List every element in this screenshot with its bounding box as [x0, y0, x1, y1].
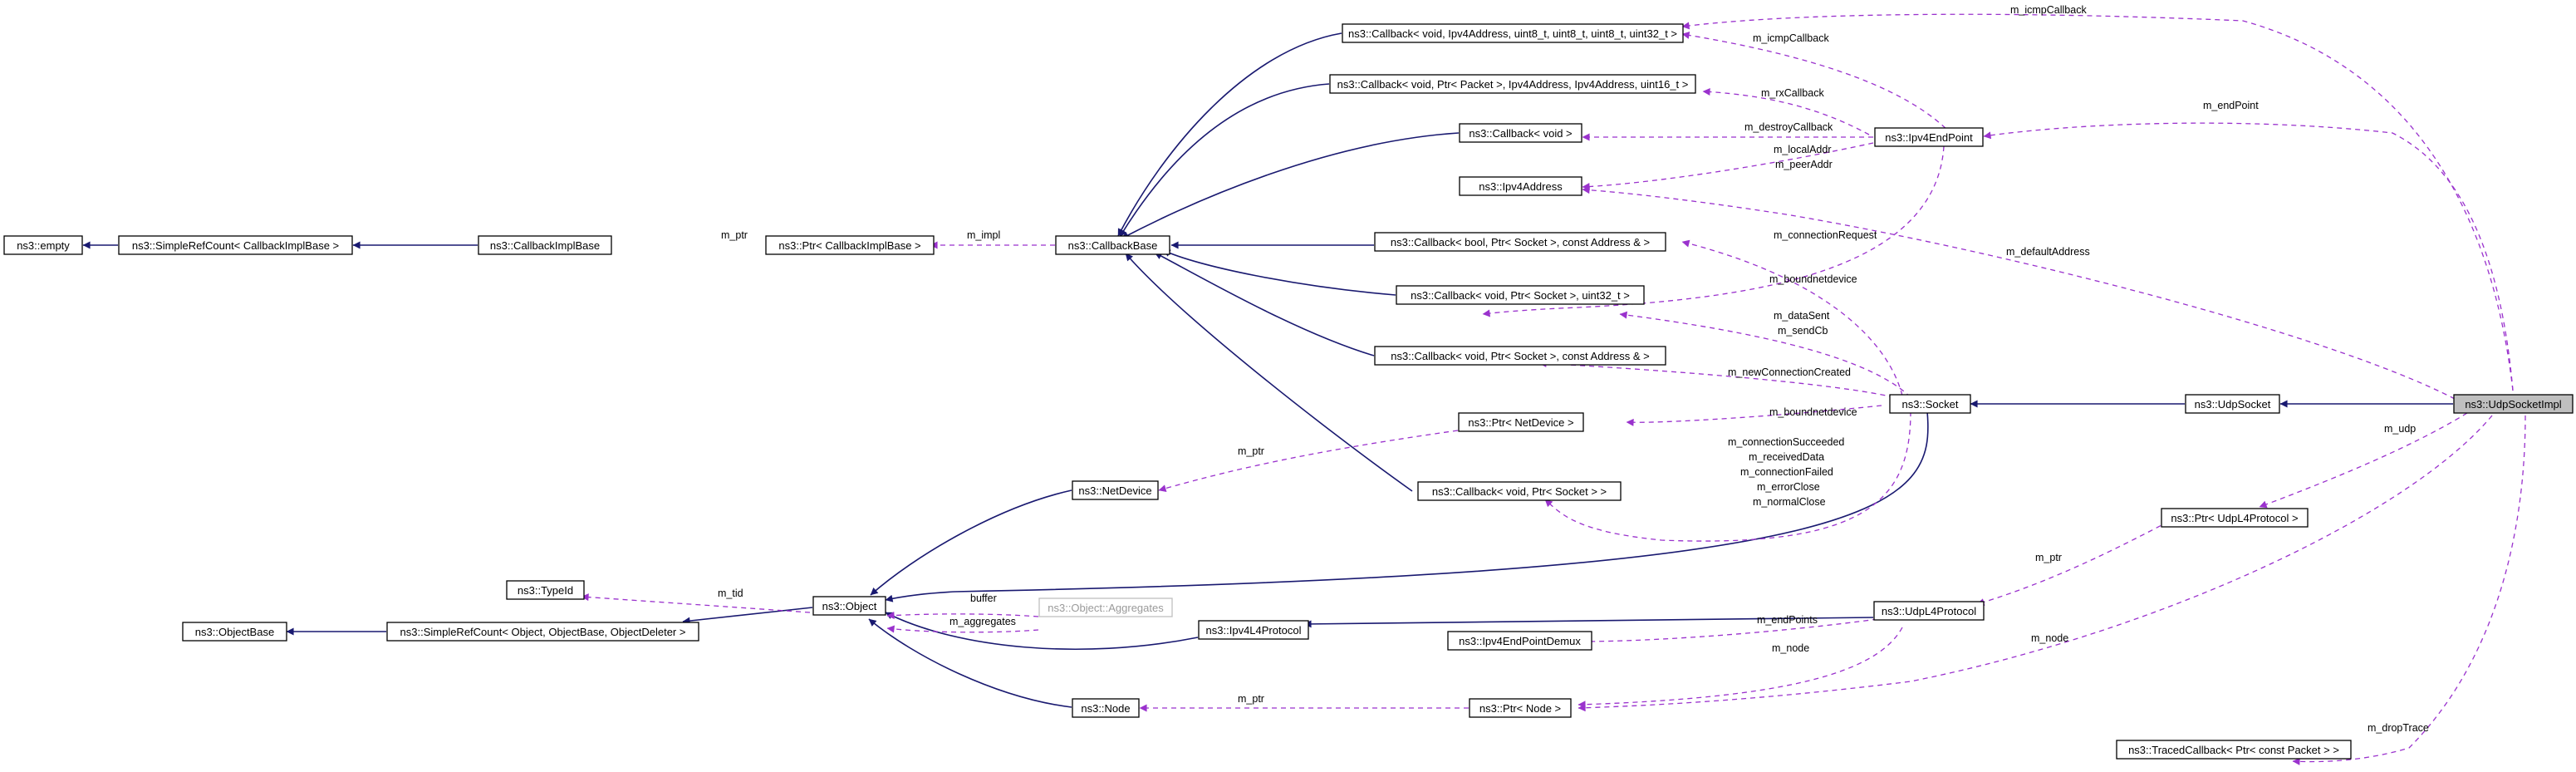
edge-label-m-sendcb: m_sendCb — [1778, 325, 1828, 337]
svg-text:ns3::Ptr< NetDevice >: ns3::Ptr< NetDevice > — [1468, 416, 1573, 429]
svg-text:ns3::ObjectBase: ns3::ObjectBase — [195, 626, 274, 638]
svg-text:ns3::Ipv4Address: ns3::Ipv4Address — [1479, 180, 1563, 193]
node-callback-impl-base[interactable]: ns3::CallbackImplBase — [478, 235, 612, 255]
svg-text:ns3::Callback< void, Ptr< Sock: ns3::Callback< void, Ptr< Socket > > — [1432, 485, 1607, 498]
svg-text:ns3::UdpL4Protocol: ns3::UdpL4Protocol — [1882, 605, 1976, 617]
node-callback-socket-uint32[interactable]: ns3::Callback< void, Ptr< Socket >, uint… — [1396, 285, 1645, 305]
usage-edges — [581, 13, 2526, 765]
svg-text:ns3::Node: ns3::Node — [1081, 702, 1130, 715]
node-object-base[interactable]: ns3::ObjectBase — [182, 622, 287, 642]
node-ptr-node[interactable]: ns3::Ptr< Node > — [1469, 698, 1572, 718]
edge-label-buffer: buffer — [970, 593, 997, 604]
edge-label-m-datasent: m_dataSent — [1774, 310, 1830, 322]
edge-label-m-tid: m_tid — [718, 588, 743, 599]
svg-text:ns3::Callback< void, Ptr< Sock: ns3::Callback< void, Ptr< Socket >, uint… — [1411, 289, 1630, 302]
svg-text:ns3::empty: ns3::empty — [17, 239, 70, 252]
node-ptr-udpl4-protocol[interactable]: ns3::Ptr< UdpL4Protocol > — [2161, 508, 2309, 528]
node-callback-base[interactable]: ns3::CallbackBase — [1055, 235, 1170, 255]
svg-text:ns3::TypeId: ns3::TypeId — [518, 584, 573, 597]
edge-label-m-localaddr: m_localAddr — [1774, 144, 1831, 155]
node-simple-ref-count-callback-impl-base[interactable]: ns3::SimpleRefCount< CallbackImplBase > — [118, 235, 353, 255]
svg-text:ns3::Callback< void, Ipv4Addre: ns3::Callback< void, Ipv4Address, uint8_… — [1348, 27, 1677, 40]
edge-label-m-endpoint: m_endPoint — [2203, 100, 2259, 111]
edge-label-m-ptr-cbimpl: m_ptr — [721, 229, 748, 241]
svg-text:ns3::Callback< bool, Ptr< Sock: ns3::Callback< bool, Ptr< Socket >, cons… — [1391, 236, 1650, 248]
svg-text:ns3::Ipv4EndPoint: ns3::Ipv4EndPoint — [1885, 131, 1973, 144]
edge-label-m-droptrace: m_dropTrace — [2367, 722, 2429, 734]
edge-labels: m_icmpCallback m_icmpCallback m_endPoint… — [718, 4, 2429, 734]
node-ipv4-endpoint[interactable]: ns3::Ipv4EndPoint — [1874, 127, 1984, 147]
node-udp-socket-impl[interactable]: ns3::UdpSocketImpl — [2453, 394, 2574, 414]
svg-text:ns3::Callback< void, Ptr< Pack: ns3::Callback< void, Ptr< Packet >, Ipv4… — [1337, 78, 1689, 91]
node-callback-socket[interactable]: ns3::Callback< void, Ptr< Socket > > — [1417, 481, 1622, 501]
svg-text:ns3::Ptr< UdpL4Protocol >: ns3::Ptr< UdpL4Protocol > — [2171, 512, 2298, 524]
edge-label-m-boundnetdevice-ep: m_boundnetdevice — [1769, 273, 1857, 285]
edge-label-m-connectionrequest: m_connectionRequest — [1774, 229, 1877, 241]
node-object-aggregates[interactable]: ns3::Object::Aggregates — [1038, 597, 1173, 617]
edge-label-m-ptr-netdev: m_ptr — [1238, 445, 1264, 457]
edge-label-m-ptr-udpl4: m_ptr — [2035, 552, 2062, 563]
inheritance-edges — [82, 32, 2453, 708]
svg-text:ns3::SimpleRefCount< Object, O: ns3::SimpleRefCount< Object, ObjectBase,… — [400, 626, 686, 638]
svg-text:ns3::Object: ns3::Object — [822, 600, 877, 612]
edge-label-m-udp: m_udp — [2384, 423, 2416, 435]
edge-label-m-connectionsucceeded: m_connectionSucceeded — [1728, 436, 1844, 448]
edge-label-m-connectionfailed: m_connectionFailed — [1740, 466, 1833, 478]
node-udp-socket[interactable]: ns3::UdpSocket — [2185, 394, 2280, 414]
edge-label-m-icmpcallback: m_icmpCallback — [1753, 32, 1829, 44]
node-traced-callback[interactable]: ns3::TracedCallback< Ptr< const Packet >… — [2116, 740, 2352, 760]
node-net-device[interactable]: ns3::NetDevice — [1072, 480, 1159, 500]
node-ptr-netdevice[interactable]: ns3::Ptr< NetDevice > — [1458, 412, 1584, 432]
edge-label-m-ptr-node: m_ptr — [1238, 693, 1264, 705]
edge-label-m-boundnetdevice-sock: m_boundnetdevice — [1769, 406, 1857, 418]
svg-text:ns3::Ipv4EndPointDemux: ns3::Ipv4EndPointDemux — [1459, 635, 1581, 647]
node-callback-bool-socket-address[interactable]: ns3::Callback< bool, Ptr< Socket >, cons… — [1374, 232, 1666, 252]
svg-text:ns3::CallbackBase: ns3::CallbackBase — [1068, 239, 1158, 252]
node-callback-void[interactable]: ns3::Callback< void > — [1459, 123, 1582, 143]
edge-label-m-newconnectioncreated: m_newConnectionCreated — [1728, 366, 1851, 378]
svg-text:ns3::Ptr< CallbackImplBase >: ns3::Ptr< CallbackImplBase > — [778, 239, 920, 252]
node-ptr-callback-impl-base[interactable]: ns3::Ptr< CallbackImplBase > — [765, 235, 935, 255]
node-type-id[interactable]: ns3::TypeId — [506, 580, 585, 600]
node-ipv4l4-protocol[interactable]: ns3::Ipv4L4Protocol — [1198, 620, 1309, 640]
node-ipv4-address[interactable]: ns3::Ipv4Address — [1459, 176, 1582, 196]
edge-label-m-aggregates: m_aggregates — [949, 616, 1016, 627]
edge-label-m-errorclose: m_errorClose — [1757, 481, 1820, 493]
svg-text:ns3::Object::Aggregates: ns3::Object::Aggregates — [1048, 602, 1164, 614]
node-empty[interactable]: ns3::empty — [3, 235, 83, 255]
svg-text:ns3::SimpleRefCount< CallbackI: ns3::SimpleRefCount< CallbackImplBase > — [132, 239, 339, 252]
edge-label-m-node-udpl4: m_node — [1772, 642, 1809, 654]
svg-text:ns3::UdpSocketImpl: ns3::UdpSocketImpl — [2465, 398, 2561, 411]
svg-text:ns3::Socket: ns3::Socket — [1902, 398, 1959, 411]
edge-label-m-normalclose: m_normalClose — [1753, 496, 1826, 508]
node-callback-rx[interactable]: ns3::Callback< void, Ptr< Packet >, Ipv4… — [1329, 74, 1696, 94]
svg-text:ns3::NetDevice: ns3::NetDevice — [1078, 484, 1151, 497]
node-socket[interactable]: ns3::Socket — [1889, 394, 1971, 414]
edge-label-m-icmpcallback-top: m_icmpCallback — [2010, 4, 2087, 16]
nodes: ns3::empty ns3::SimpleRefCount< Callback… — [3, 23, 2574, 760]
node-simple-ref-count-object[interactable]: ns3::SimpleRefCount< Object, ObjectBase,… — [386, 622, 699, 642]
svg-text:ns3::TracedCallback< Ptr< cons: ns3::TracedCallback< Ptr< const Packet >… — [2128, 744, 2339, 756]
svg-text:ns3::Ipv4L4Protocol: ns3::Ipv4L4Protocol — [1206, 624, 1302, 637]
svg-text:ns3::CallbackImplBase: ns3::CallbackImplBase — [490, 239, 600, 252]
svg-text:ns3::UdpSocket: ns3::UdpSocket — [2195, 398, 2271, 411]
node-node[interactable]: ns3::Node — [1072, 698, 1140, 718]
node-callback-icmp[interactable]: ns3::Callback< void, Ipv4Address, uint8_… — [1342, 23, 1684, 43]
edge-label-m-destroycallback: m_destroyCallback — [1744, 121, 1833, 133]
svg-text:ns3::Callback< void >: ns3::Callback< void > — [1469, 127, 1572, 140]
node-udpl4-protocol[interactable]: ns3::UdpL4Protocol — [1873, 601, 1985, 621]
node-ipv4-endpoint-demux[interactable]: ns3::Ipv4EndPointDemux — [1447, 631, 1592, 651]
edge-label-m-node-impl: m_node — [2031, 632, 2068, 644]
edge-label-m-defaultaddress: m_defaultAddress — [2006, 246, 2090, 258]
edge-label-m-rxcallback: m_rxCallback — [1761, 87, 1824, 99]
edge-label-m-impl: m_impl — [967, 229, 1000, 241]
edge-label-m-endpoints: m_endPoints — [1757, 614, 1818, 626]
node-object[interactable]: ns3::Object — [812, 596, 886, 616]
edge-label-m-peeraddr: m_peerAddr — [1775, 159, 1833, 170]
svg-text:ns3::Callback< void, Ptr< Sock: ns3::Callback< void, Ptr< Socket >, cons… — [1391, 350, 1649, 362]
svg-text:ns3::Ptr< Node >: ns3::Ptr< Node > — [1479, 702, 1561, 715]
edge-label-m-receiveddata: m_receivedData — [1749, 451, 1824, 463]
node-callback-socket-address[interactable]: ns3::Callback< void, Ptr< Socket >, cons… — [1374, 346, 1666, 366]
